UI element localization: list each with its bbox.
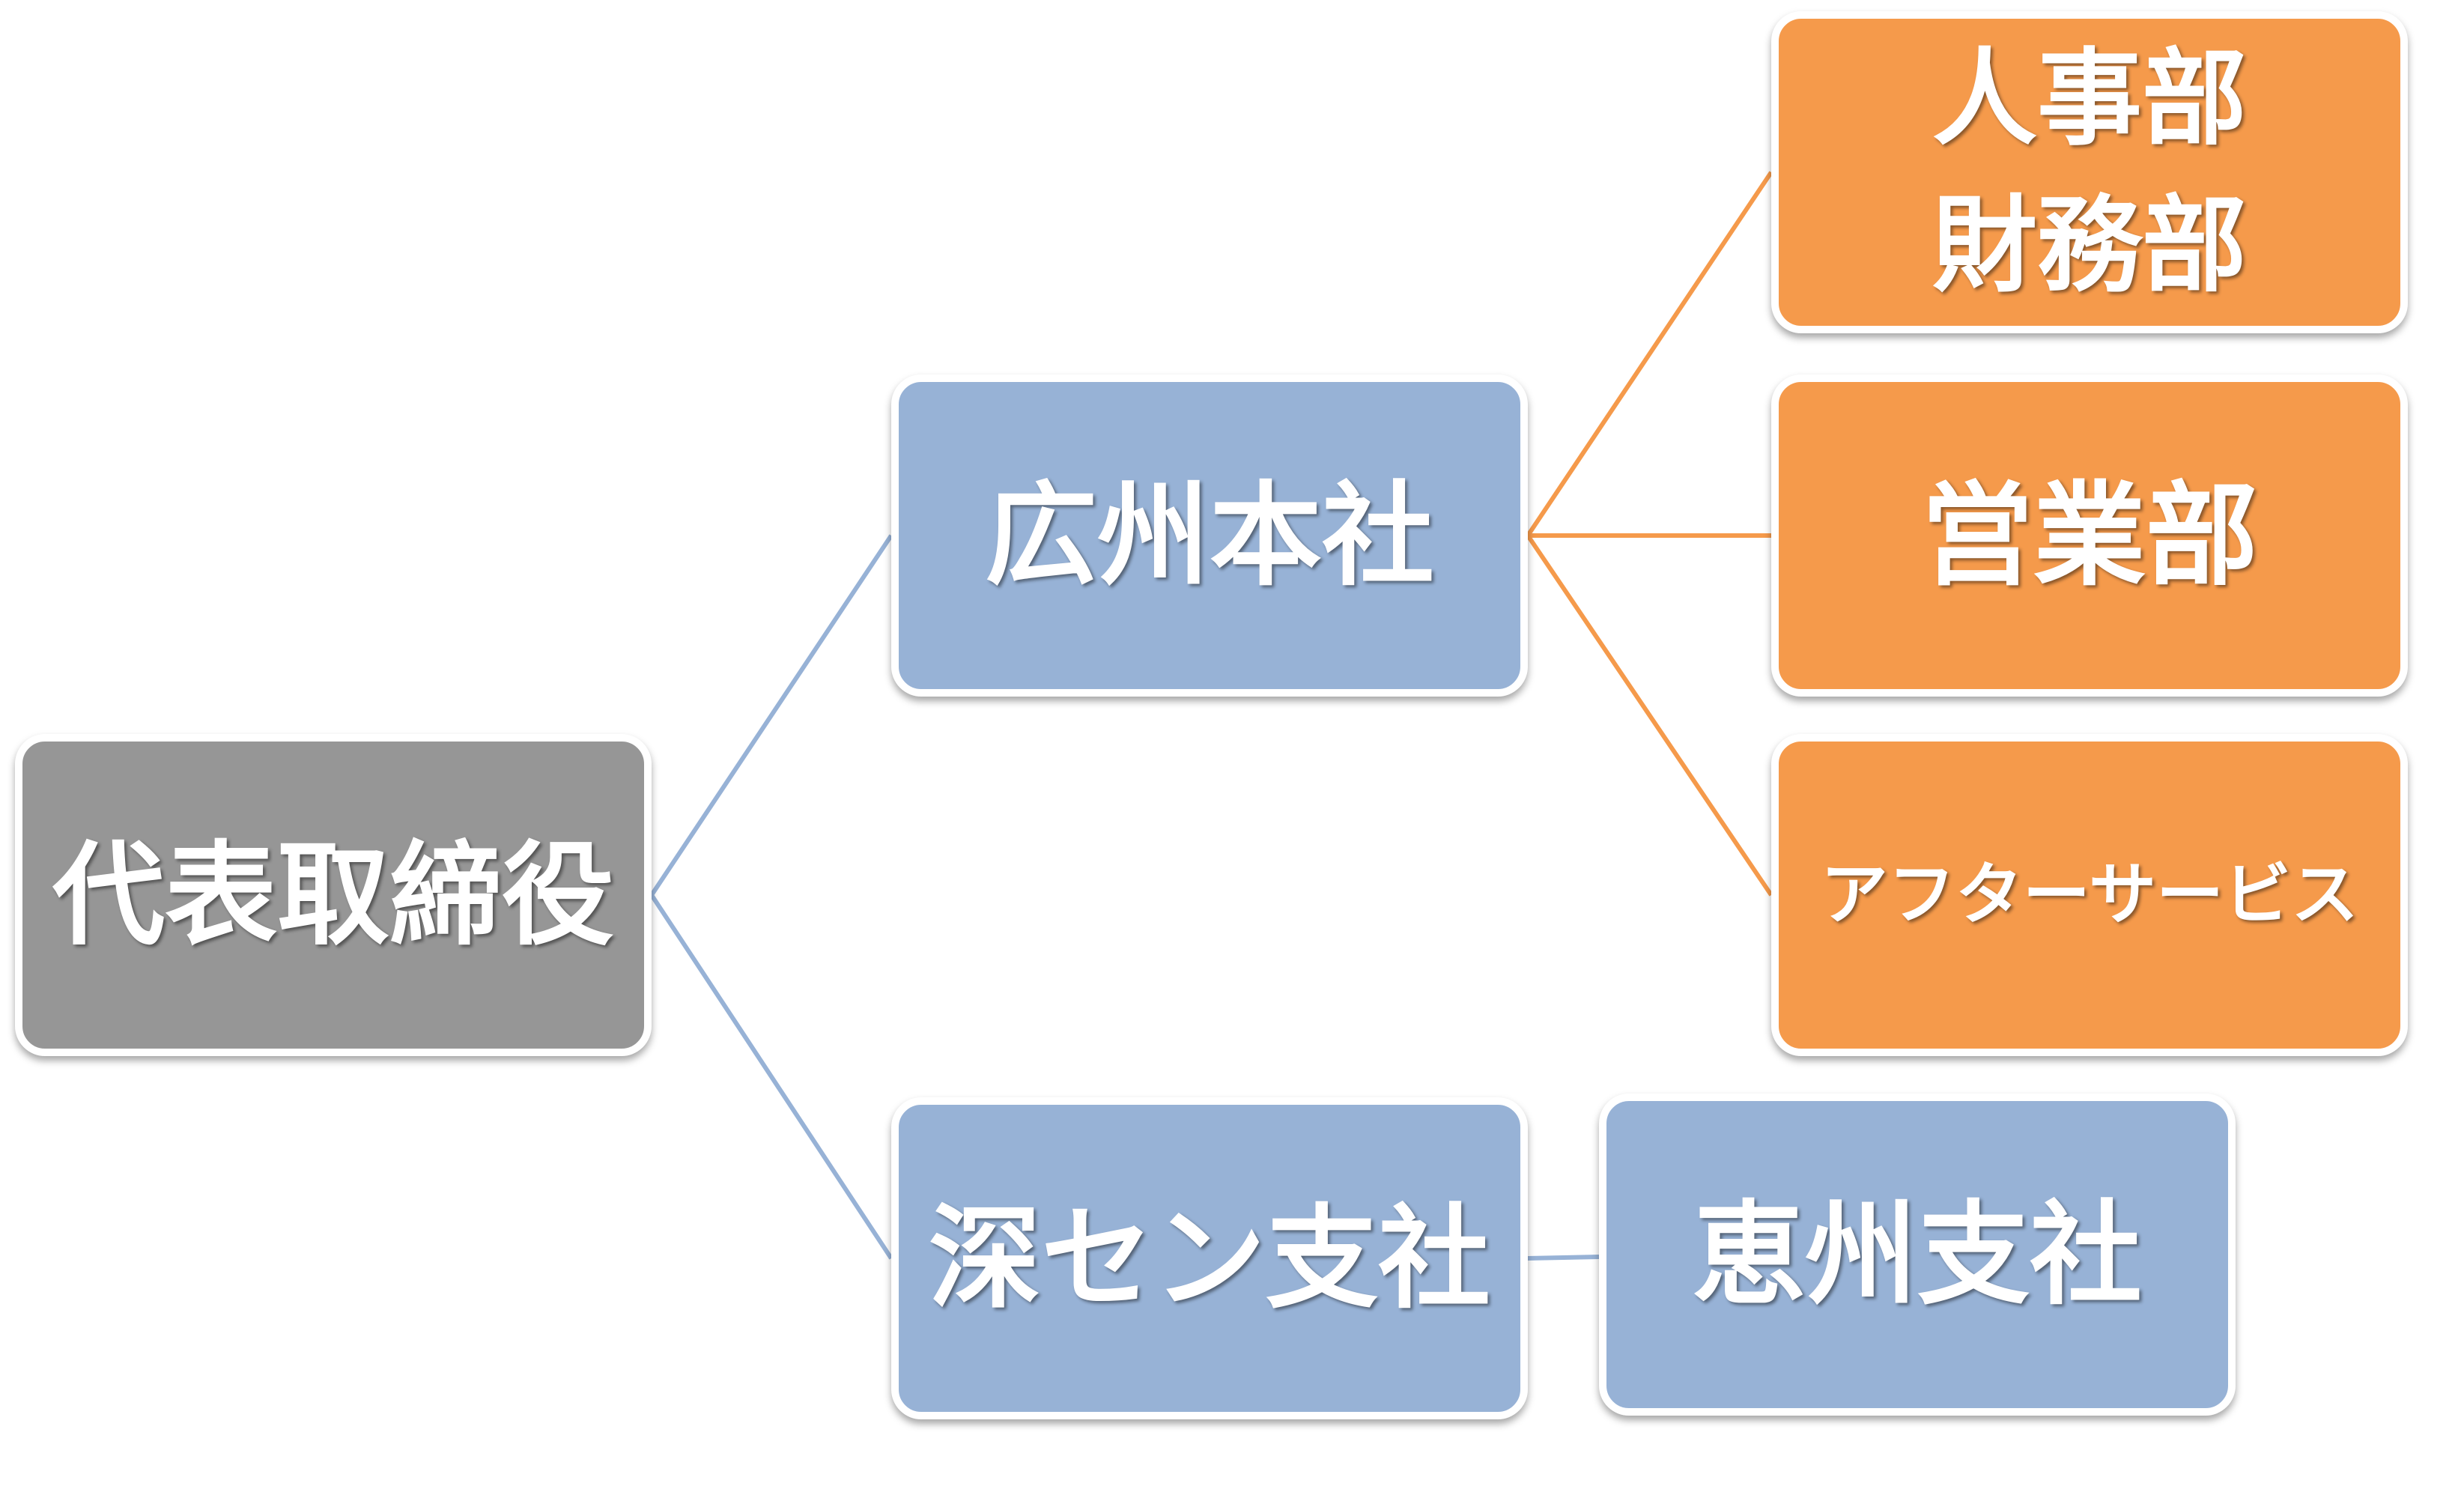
node-shenzhen-branch: 深セン支社 xyxy=(891,1097,1528,1419)
connector-guangzhou-hr xyxy=(1526,171,1773,537)
node-hr-finance: 人事部 財務部 xyxy=(1771,11,2408,333)
connector-root-guangzhou xyxy=(649,534,893,897)
node-huizhou-branch-label: 恵州支社 xyxy=(1692,1188,2142,1320)
node-guangzhou-hq-label: 広州本社 xyxy=(984,469,1434,601)
node-shenzhen-branch-label: 深セン支社 xyxy=(928,1192,1490,1324)
node-ceo-label: 代表取締役 xyxy=(52,828,614,961)
node-sales: 営業部 xyxy=(1771,375,2408,697)
connector-shenzhen-huizhou xyxy=(1527,1255,1600,1261)
node-finance-label: 財務部 xyxy=(1932,184,2247,307)
node-after-service-label: アフターサービス xyxy=(1820,855,2359,935)
connector-root-shenzhen xyxy=(649,894,893,1260)
node-huizhou-branch: 恵州支社 xyxy=(1599,1094,2236,1416)
node-ceo: 代表取締役 xyxy=(15,734,652,1056)
node-guangzhou-hq: 広州本社 xyxy=(891,375,1528,697)
connector-guangzhou-after xyxy=(1526,534,1773,897)
node-after-service: アフターサービス xyxy=(1771,734,2408,1056)
node-sales-label: 営業部 xyxy=(1920,469,2258,601)
node-hr-label: 人事部 xyxy=(1932,37,2247,160)
